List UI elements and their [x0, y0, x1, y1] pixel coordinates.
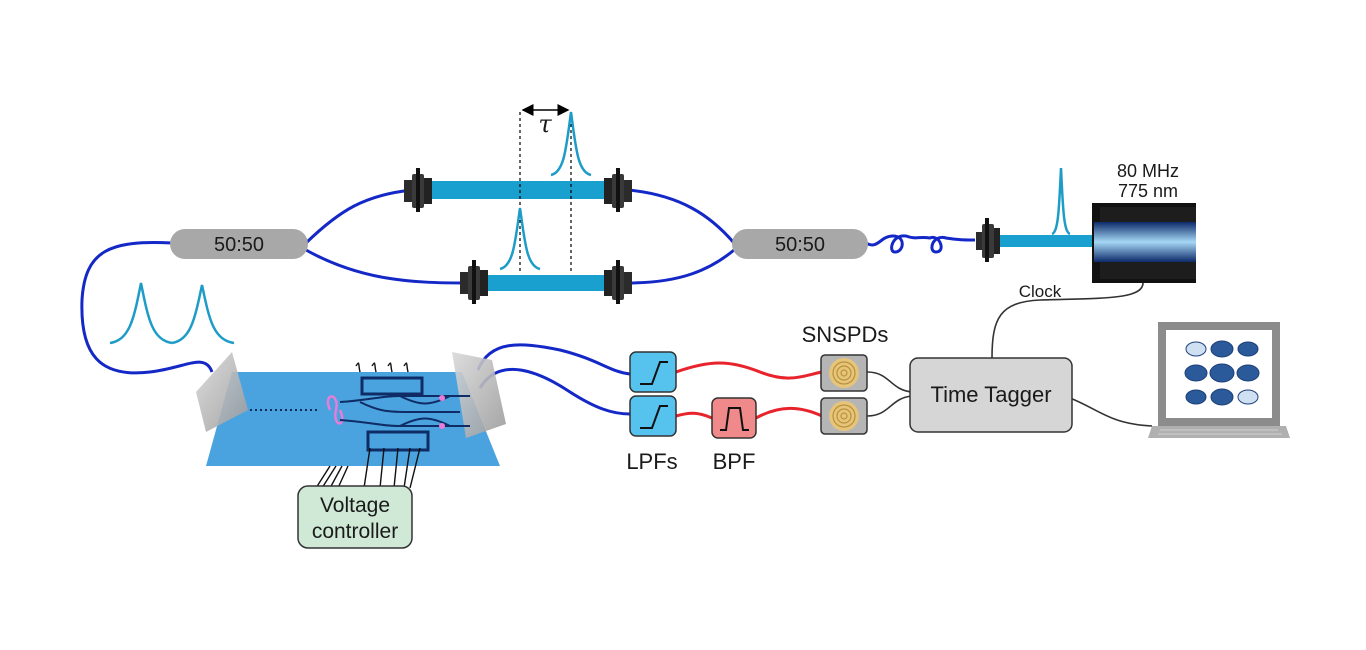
interferometer-fibers: [80, 188, 976, 416]
prism-left: [196, 352, 248, 432]
beam-laser-out: [996, 235, 1092, 247]
pulse-input-1: [109, 282, 173, 345]
snspd-label: SNSPDs: [802, 322, 889, 347]
pulses: [109, 111, 1071, 345]
laptop-screen-plot: [1184, 340, 1260, 406]
voltage-controller-line2: controller: [312, 520, 398, 543]
fiber-chip-out-upper: [476, 343, 631, 376]
pulse-upper-arm: [550, 111, 592, 177]
snspd-upper: [820, 354, 868, 392]
collimators: [404, 168, 1000, 304]
beam-splitter-left-label: 50:50: [214, 234, 264, 256]
time-tagger-label: Time Tagger: [930, 382, 1051, 407]
photonic-chip: [196, 352, 506, 466]
pulse-input-2: [171, 284, 235, 345]
collimator-lower-left: [460, 260, 488, 304]
fiber-right-lower: [627, 248, 735, 285]
fiber-left-upper: [304, 188, 413, 245]
fiber-red-lower-b: [755, 406, 823, 420]
beam-lower-arm: [484, 275, 608, 291]
lpf-upper: [629, 351, 677, 393]
clock-cable: [991, 282, 1144, 359]
free-space-beams: [428, 181, 1092, 291]
collimator-laser: [976, 218, 1000, 262]
lpf-label: LPFs: [626, 449, 677, 474]
beam-splitter-right: 50:50: [732, 229, 868, 259]
collimator-upper-right: [604, 168, 632, 212]
laptop-icon: [1148, 322, 1290, 438]
bpf: [711, 397, 757, 439]
fiber-left-lower: [305, 248, 467, 285]
fiber-red-upper: [675, 361, 823, 380]
prism-right: [452, 352, 506, 438]
voltage-controller-line1: Voltage: [320, 494, 390, 517]
chip-substrate: [206, 372, 500, 466]
laser-source: 80 MHz 775 nm: [1092, 161, 1196, 283]
clock-label: Clock: [1019, 282, 1062, 301]
laser-rep-rate: 80 MHz: [1117, 161, 1179, 181]
detector-cables: [866, 371, 1153, 427]
time-tagger: Time Tagger: [909, 357, 1073, 433]
pulse-lower-arm: [499, 207, 541, 271]
fiber-red-lower-a: [675, 411, 713, 420]
laser-wavelength: 775 nm: [1118, 181, 1178, 201]
pulse-laser: [1051, 167, 1071, 236]
fiber-coil: [865, 234, 976, 254]
fiber-chip-out-lower: [478, 368, 631, 416]
fiber-right-upper: [627, 188, 736, 244]
beam-splitter-right-label: 50:50: [775, 234, 825, 256]
heater-top: [360, 376, 424, 396]
snspd-lower: [820, 397, 868, 435]
beam-splitter-left: 50:50: [170, 229, 308, 259]
fiber-input-left: [80, 241, 214, 375]
bpf-label: BPF: [713, 449, 756, 474]
filtered-fibers: [675, 361, 823, 420]
beam-upper-arm: [428, 181, 608, 199]
delay-indicator: τ: [519, 104, 572, 272]
lpf-lower: [629, 395, 677, 437]
collimator-upper-left: [404, 168, 432, 212]
voltage-controller: Voltage controller: [297, 485, 413, 549]
delay-tau-symbol: τ: [538, 110, 552, 138]
collimator-lower-right: [604, 260, 632, 304]
control-wires: [315, 362, 421, 489]
